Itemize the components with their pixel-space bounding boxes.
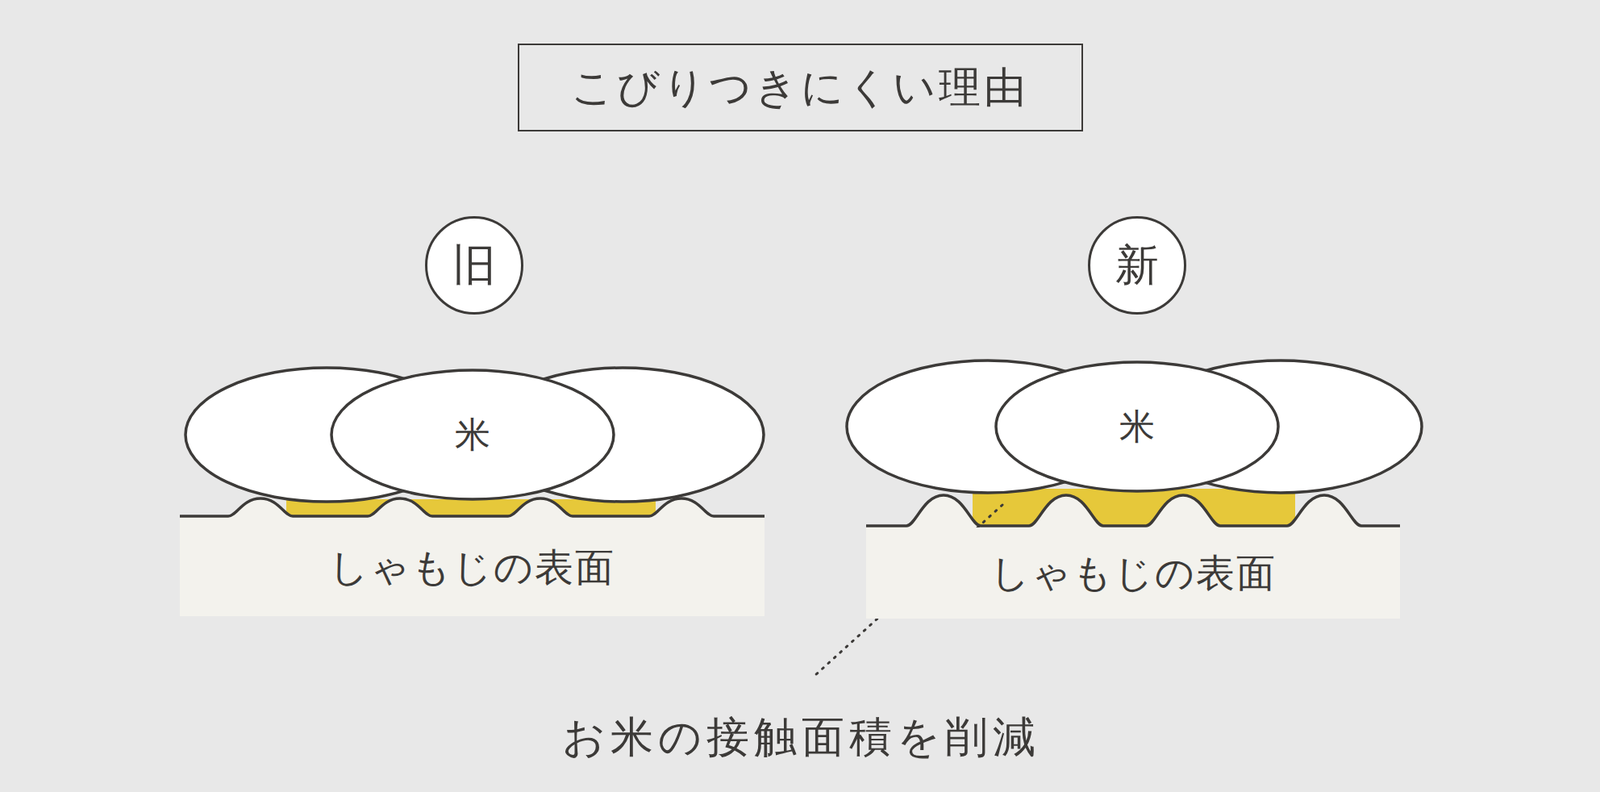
rice-outline	[995, 362, 1279, 492]
surface-profile	[866, 495, 1400, 526]
node-text: しゃもじの表面	[990, 551, 1277, 595]
node-text: 米	[454, 415, 491, 455]
node-text: 新	[1115, 241, 1159, 289]
rice-grain: 米	[994, 360, 1280, 493]
node-text: 旧	[452, 241, 496, 289]
rice-outline	[331, 370, 614, 500]
title: こびりつきにくい理由	[570, 64, 1030, 111]
title-box: こびりつきにくい理由	[517, 43, 1084, 132]
node-text: 米	[1119, 407, 1155, 446]
surface-profile	[179, 498, 765, 517]
rice-grain	[185, 360, 1422, 502]
era-badge: 新	[1087, 216, 1187, 315]
paddle-surface: しゃもじの表面	[179, 517, 765, 617]
era-badge: 旧	[425, 216, 524, 315]
contact-area	[972, 488, 1296, 527]
rice-grain: 米	[329, 368, 616, 501]
caption-label: お米の接触面積を削減	[562, 708, 1041, 767]
node-text: しゃもじの表面	[329, 545, 616, 589]
paddle-surface: しゃもじの表面	[866, 527, 1400, 619]
